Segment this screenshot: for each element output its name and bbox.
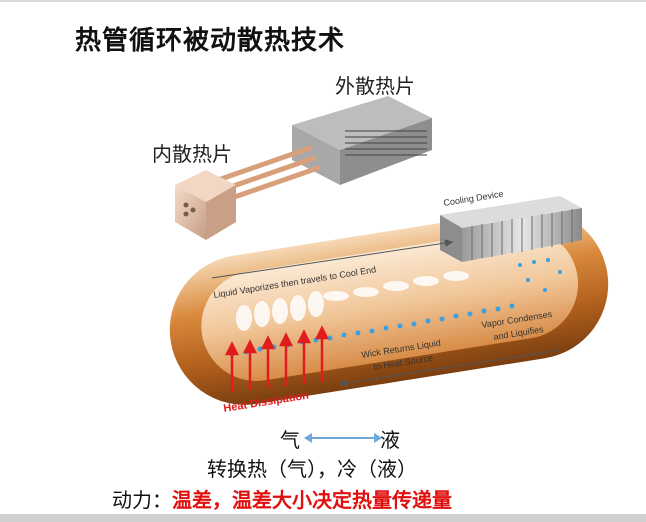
double-arrow-icon [304, 433, 382, 443]
liquid-label: 液 [380, 428, 400, 452]
conversion-text: 转换热（气），冷（液） [207, 457, 417, 481]
phase-change-row: 气 液 [280, 424, 420, 452]
page-title: 热管循环被动散热技术 [75, 26, 346, 56]
vapor-bubbles [236, 271, 469, 331]
outer-heatsink-label: 外散热片 [335, 74, 415, 98]
driving-force-value: 温差，温差大小决定热量传递量 [172, 488, 452, 512]
heat-arrows [224, 325, 330, 392]
bottom-divider [0, 514, 646, 522]
top-divider [0, 0, 646, 2]
cooling-device-fins [440, 196, 582, 262]
driving-force-key: 动力： [112, 488, 172, 512]
inner-heatsink-image [175, 170, 236, 240]
outer-heatsink-image [292, 96, 432, 185]
flow-arrows [211, 239, 561, 387]
heat-pipe [169, 209, 609, 405]
connecting-pipes [215, 145, 321, 203]
cooling-device-label: Cooling Device [443, 189, 504, 208]
inner-heatsink-label: 内散热片 [152, 142, 232, 166]
driving-force-text: 动力：温差，温差大小决定热量传递量 [112, 484, 452, 513]
gas-label: 气 [280, 428, 300, 452]
